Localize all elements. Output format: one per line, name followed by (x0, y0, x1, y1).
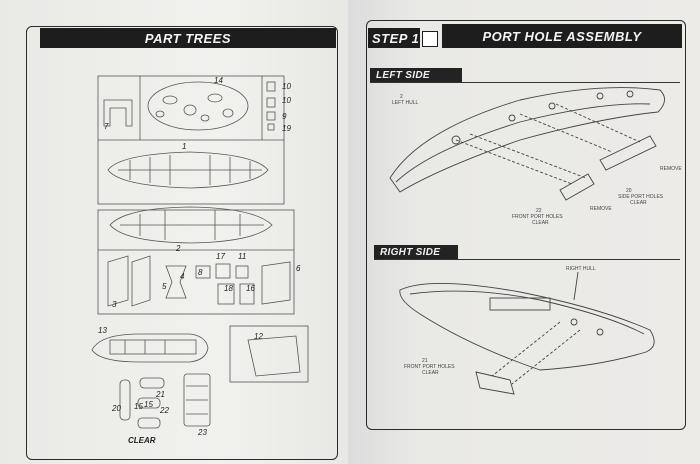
part-number: 16 (246, 284, 255, 293)
part-12-frame (229, 325, 309, 383)
part-14 (147, 81, 249, 131)
part-23 (183, 373, 211, 427)
left-hull-shape (389, 87, 665, 193)
step-label: STEP 1 (368, 28, 420, 48)
part-number: 17 (216, 252, 225, 261)
left-side-heading: LEFT SIDE (370, 68, 462, 83)
part-5 (165, 265, 187, 299)
part-16 (239, 283, 255, 305)
left-side-rule (370, 82, 680, 83)
part-12 (247, 335, 301, 377)
remove-label-1: REMOVE (590, 206, 612, 212)
right-front-port-number: 21 (422, 358, 428, 364)
part-number: 11 (238, 252, 247, 261)
right-side-rule (374, 259, 680, 260)
part-number: 5 (162, 282, 167, 291)
part-number: 6 (296, 264, 301, 273)
left-hull-number: 2 (400, 94, 403, 100)
side-port-sub: CLEAR (630, 200, 647, 206)
part-number: 1 (182, 142, 187, 151)
front-port-holes-right (475, 371, 515, 395)
part-trees-frame (26, 26, 338, 460)
sprue-frame-middle (97, 209, 295, 315)
part-number: 23 (198, 428, 207, 437)
part-2 (109, 206, 273, 244)
remove-label-2: REMOVE (660, 166, 682, 172)
part-number: 18 (224, 284, 233, 293)
part-6 (261, 261, 291, 305)
left-hull-label: LEFT HULL (392, 100, 419, 106)
part-number: 20 (112, 404, 121, 413)
side-port-label: SIDE PORT HOLES (618, 194, 664, 200)
right-side-heading: RIGHT SIDE (374, 245, 458, 260)
part-number: 21 (156, 390, 165, 399)
part-number: 9 (282, 112, 287, 121)
part-number: 10 (282, 82, 291, 91)
part-20 (119, 379, 131, 421)
part-number: 14 (214, 76, 223, 85)
part-number: 10 (282, 96, 291, 105)
part-number: 13 (98, 326, 107, 335)
part-17 (215, 263, 231, 279)
side-port-number: 20 (626, 188, 632, 194)
right-front-port-sub: CLEAR (422, 370, 439, 376)
part-number: 7 (104, 122, 109, 131)
part-number: 12 (254, 332, 263, 341)
part-18 (217, 283, 235, 305)
clear-label: CLEAR (128, 436, 156, 445)
right-hull-label: RIGHT HULL (566, 266, 596, 272)
part-number: 8 (198, 268, 203, 277)
part-3 (107, 255, 129, 307)
part-number: 4 (180, 272, 185, 281)
part-13 (91, 333, 209, 363)
part-11 (235, 265, 249, 279)
part-1 (107, 151, 269, 189)
assembly-title: PORT HOLE ASSEMBLY (442, 24, 682, 48)
part-22 (137, 417, 161, 429)
part-7 (103, 99, 133, 127)
part-trees-title: PART TREES (40, 28, 336, 48)
step-checkbox[interactable] (422, 31, 438, 47)
part-21 (137, 397, 161, 409)
right-hull-shape (399, 283, 655, 371)
step-frame (366, 20, 686, 430)
part-number: 15 (134, 402, 143, 411)
front-port-number: 22 (536, 208, 542, 214)
part-number: 2 (176, 244, 181, 253)
part-number: 19 (282, 124, 291, 133)
front-port-label: FRONT PORT HOLES (512, 214, 563, 220)
part-number: 3 (112, 300, 117, 309)
front-port-holes-left (559, 173, 595, 201)
side-port-holes-left (599, 135, 657, 171)
part-number: 22 (160, 406, 169, 415)
left-page (0, 0, 365, 464)
part-number: 15 (144, 400, 153, 409)
right-front-port-label: FRONT PORT HOLES (404, 364, 455, 370)
front-port-sub: CLEAR (532, 220, 549, 226)
